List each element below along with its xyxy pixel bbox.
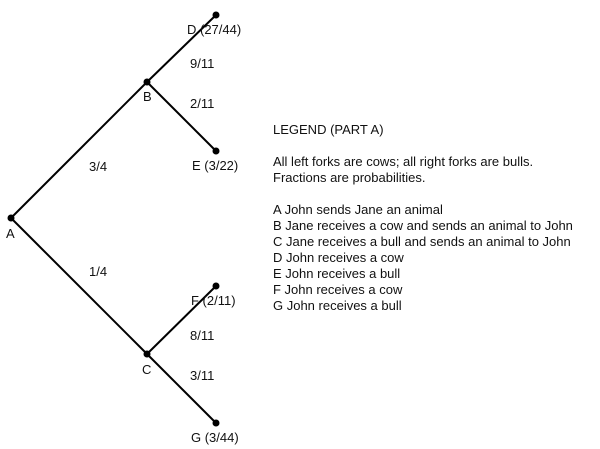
node-a <box>7 214 15 222</box>
legend-item-c: C Jane receives a bull and sends an anim… <box>273 234 571 249</box>
legend-item-e: E John receives a bull <box>273 266 401 281</box>
edge-b-e-probability: 2/11 <box>190 96 214 111</box>
node-e <box>212 147 220 155</box>
node-f <box>212 282 220 290</box>
node-d <box>212 11 220 19</box>
node-f-label: F (2/11) <box>191 293 236 308</box>
legend-items: A John sends Jane an animal B Jane recei… <box>273 202 593 314</box>
node-b <box>143 78 151 86</box>
node-g <box>212 419 220 427</box>
edge-b-d-probability: 9/11 <box>190 56 214 71</box>
edge-b-e <box>146 81 217 152</box>
node-d-label: D (27/44) <box>187 22 241 37</box>
legend-item-b: B Jane receives a cow and sends an anima… <box>273 218 573 233</box>
legend-title: LEGEND (PART A) <box>273 122 384 137</box>
node-c-label: C <box>142 362 151 377</box>
edge-a-c-probability: 1/4 <box>89 264 107 279</box>
legend: LEGEND (PART A) All left forks are cows;… <box>273 122 593 314</box>
legend-item-a: A John sends Jane an animal <box>273 202 443 217</box>
legend-item-d: D John receives a cow <box>273 250 404 265</box>
edge-c-f <box>146 285 217 355</box>
edge-a-b <box>10 81 148 219</box>
node-g-label: G (3/44) <box>191 430 239 445</box>
node-a-label: A <box>6 226 15 241</box>
legend-item-f: F John receives a cow <box>273 282 403 297</box>
edge-c-f-probability: 8/11 <box>190 328 214 343</box>
edge-a-b-probability: 3/4 <box>89 159 107 174</box>
node-c <box>143 350 151 358</box>
edge-c-g <box>146 353 217 424</box>
edge-a-c <box>10 217 148 355</box>
edge-c-g-probability: 3/11 <box>190 368 214 383</box>
node-b-label: B <box>143 89 152 104</box>
legend-item-g: G John receives a bull <box>273 298 402 313</box>
legend-description-line: Fractions are probabilities. <box>273 170 426 185</box>
legend-description-line: All left forks are cows; all right forks… <box>273 154 534 169</box>
legend-description: All left forks are cows; all right forks… <box>273 154 593 186</box>
node-e-label: E (3/22) <box>192 158 238 173</box>
edge-b-d <box>146 14 217 83</box>
